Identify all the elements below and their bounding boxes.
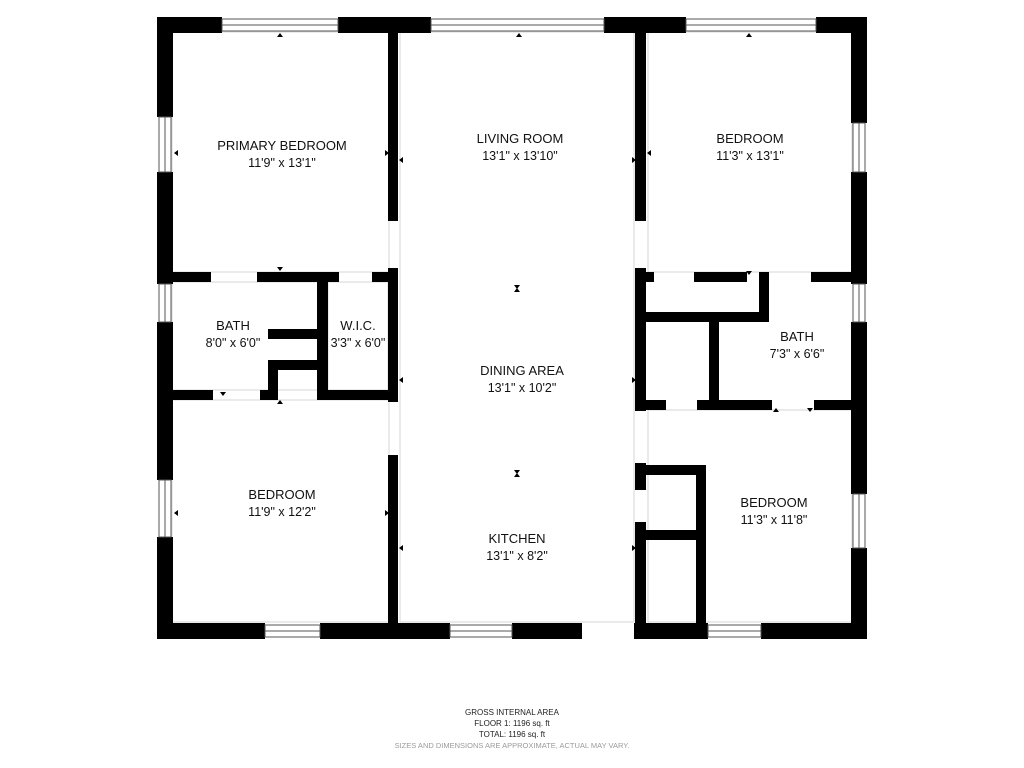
room-wic-name: W.I.C. <box>340 318 375 333</box>
total-area: TOTAL: 1196 sq. ft <box>478 730 546 739</box>
window-right-3 <box>852 493 866 549</box>
room-bath-east-dims: 7'3" x 6'6" <box>770 347 825 361</box>
dimensions-disclaimer: SIZES AND DIMENSIONS ARE APPROXIMATE, AC… <box>394 741 630 750</box>
room-bedroom-ne-dims: 11'3" x 13'1" <box>716 149 784 163</box>
room-bath-west-dims: 8'0" x 6'0" <box>206 336 261 350</box>
window-left-3 <box>158 479 172 538</box>
room-dining-area-dims: 13'1" x 10'2" <box>488 381 557 395</box>
room-bedroom-ne-name: BEDROOM <box>716 131 783 146</box>
room-bath-west-name: BATH <box>216 318 250 333</box>
window-bottom-1 <box>264 624 321 638</box>
room-primary-bedroom-dims: 11'9" x 13'1" <box>248 156 316 170</box>
window-top-1 <box>221 18 339 32</box>
window-bottom-2 <box>449 624 513 638</box>
floor-area: FLOOR 1: 1196 sq. ft <box>474 719 550 728</box>
room-living-room-name: LIVING ROOM <box>477 131 564 146</box>
windows <box>158 18 866 638</box>
window-right-2 <box>852 283 866 323</box>
room-bedroom-sw-dims: 11'9" x 12'2" <box>248 505 316 519</box>
room-bedroom-se-dims: 11'3" x 11'8" <box>741 513 808 527</box>
room-wic-dims: 3'3" x 6'0" <box>331 336 386 350</box>
room-bath-east-name: BATH <box>780 329 814 344</box>
room-labels: PRIMARY BEDROOM 11'9" x 13'1" LIVING ROO… <box>206 131 825 563</box>
window-bottom-3 <box>707 624 762 638</box>
room-living-room-dims: 13'1" x 13'10" <box>482 149 558 163</box>
interior-walls <box>173 33 854 625</box>
area-summary: GROSS INTERNAL AREA FLOOR 1: 1196 sq. ft… <box>0 707 1024 751</box>
window-left-2 <box>158 283 172 323</box>
room-kitchen-name: KITCHEN <box>488 531 545 546</box>
room-bedroom-se-name: BEDROOM <box>740 495 807 510</box>
window-top-2 <box>430 18 605 32</box>
window-left-1 <box>158 116 172 173</box>
room-dining-area-name: DINING AREA <box>480 363 564 378</box>
gross-area-heading: GROSS INTERNAL AREA <box>465 708 559 717</box>
room-bedroom-sw-name: BEDROOM <box>248 487 315 502</box>
exterior-walls <box>157 17 867 639</box>
dimension-markers <box>174 33 813 627</box>
window-top-3 <box>685 18 817 32</box>
room-kitchen-dims: 13'1" x 8'2" <box>486 549 548 563</box>
window-right-1 <box>852 122 866 173</box>
room-primary-bedroom-name: PRIMARY BEDROOM <box>217 138 347 153</box>
